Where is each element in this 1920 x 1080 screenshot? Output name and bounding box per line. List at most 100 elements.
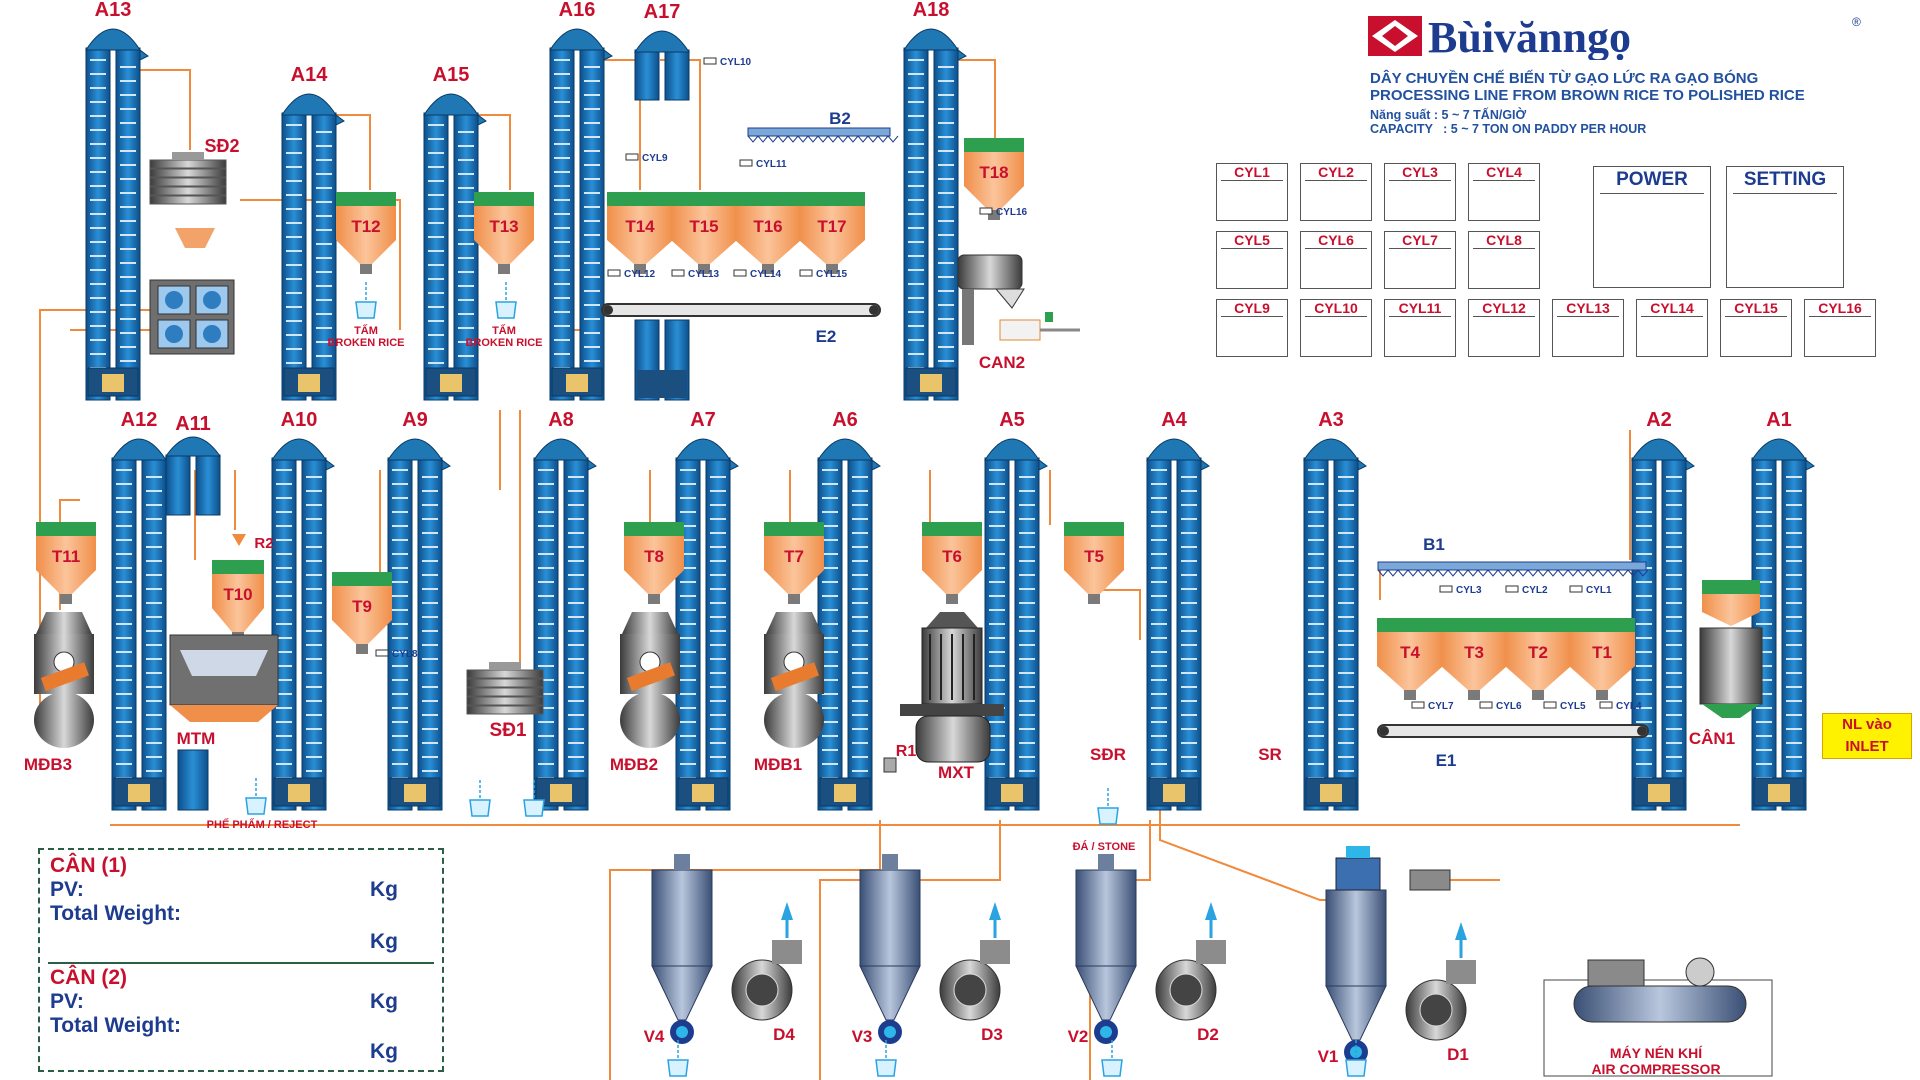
valve-r1[interactable] <box>883 757 897 773</box>
tank-t16[interactable] <box>735 192 801 274</box>
packing-scale-can2[interactable] <box>957 254 1080 345</box>
tank-t15[interactable] <box>671 192 737 274</box>
elevator-a1[interactable] <box>1751 438 1815 811</box>
cyl-status-12[interactable]: CYL12 <box>1468 299 1540 357</box>
cyl-status-1[interactable]: CYL1 <box>1216 163 1288 221</box>
sieve-sd1[interactable] <box>466 662 544 715</box>
stone-label: ĐÁ / STONE <box>1073 840 1136 853</box>
cyl-tag-cyl6: CYL6 <box>1479 701 1522 712</box>
tank-t2[interactable] <box>1505 618 1571 700</box>
elevator-a8-label: A8 <box>548 409 574 431</box>
tank-t17[interactable] <box>799 192 865 274</box>
valve-r2[interactable] <box>232 534 246 546</box>
elevator-a4-label: A4 <box>1161 409 1187 431</box>
cyl-status-13[interactable]: CYL13 <box>1552 299 1624 357</box>
cyl-status-7[interactable]: CYL7 <box>1384 231 1456 289</box>
cyclone-v2[interactable] <box>1075 854 1137 1044</box>
cyl-status-5[interactable]: CYL5 <box>1216 231 1288 289</box>
fan-d3[interactable] <box>939 902 1010 1021</box>
tank-t11-label: T11 <box>52 547 80 566</box>
cyclone-v1[interactable] <box>1325 874 1387 1064</box>
fan-d2[interactable] <box>1155 902 1226 1021</box>
tank-t18-label: T18 <box>979 163 1008 182</box>
tank-t12[interactable] <box>336 192 396 274</box>
elevator-a6[interactable] <box>817 438 881 811</box>
cyclone-v3[interactable] <box>859 854 921 1044</box>
tank-t11[interactable] <box>36 522 96 604</box>
scale1-pv-label: PV: <box>50 878 84 901</box>
elevator-a11[interactable] <box>165 436 221 811</box>
fan-d4[interactable] <box>731 902 802 1021</box>
elevator-a2[interactable] <box>1631 438 1695 811</box>
elevator-a7[interactable] <box>675 438 739 811</box>
tank-t3[interactable] <box>1441 618 1507 700</box>
cyl-tag-cyl2: CYL2 <box>1505 585 1548 596</box>
conveyor-e1[interactable] <box>1377 724 1649 738</box>
setting-button[interactable]: SETTING <box>1726 166 1844 288</box>
cyl-tag-cyl15: CYL15 <box>799 269 848 280</box>
elevator-a9[interactable] <box>387 438 451 811</box>
cyl-status-11[interactable]: CYL11 <box>1384 299 1456 357</box>
elevator-a16[interactable] <box>549 28 613 401</box>
tank-t1[interactable] <box>1569 618 1635 700</box>
title-en: PROCESSING LINE FROM BROWN RICE TO POLIS… <box>1370 87 1805 104</box>
tank-t13[interactable] <box>474 192 534 274</box>
conveyor-e2[interactable] <box>601 303 881 317</box>
reject-label: PHẾ PHẨM / REJECT <box>207 818 318 831</box>
cyl-status-4[interactable]: CYL4 <box>1468 163 1540 221</box>
elevator-a14[interactable] <box>281 93 345 401</box>
elevator-a10[interactable] <box>271 438 335 811</box>
elevator-a8[interactable] <box>533 438 597 811</box>
screw-conveyor-b1[interactable] <box>1377 561 1649 577</box>
elevator-a17-label: A17 <box>644 1 681 23</box>
scale-can1[interactable] <box>1699 580 1763 718</box>
capacity-vn: Năng suất : 5 ~ 7 TẤN/GIỜ <box>1370 108 1527 122</box>
cyl-status-2[interactable]: CYL2 <box>1300 163 1372 221</box>
cyclone-v4[interactable] <box>651 854 713 1044</box>
elevator-a11-label: A11 <box>175 413 211 435</box>
fan-d4-label: D4 <box>773 1025 795 1044</box>
tank-t6[interactable] <box>922 522 982 604</box>
elevator-a9-label: A9 <box>402 409 428 431</box>
color-sorter-mtm[interactable] <box>169 634 279 722</box>
tank-t7[interactable] <box>764 522 824 604</box>
sieve-sd2[interactable] <box>149 152 227 205</box>
cyl-status-16[interactable]: CYL16 <box>1804 299 1876 357</box>
cyl-status-9[interactable]: CYL9 <box>1216 299 1288 357</box>
elevator-a15[interactable] <box>423 93 487 401</box>
husker-mdb1-label: MĐB1 <box>754 755 802 774</box>
tank-t18[interactable] <box>964 138 1024 220</box>
power-button[interactable]: POWER <box>1593 166 1711 288</box>
fan-d1[interactable] <box>1405 922 1476 1041</box>
cyl-status-14[interactable]: CYL14 <box>1636 299 1708 357</box>
tank-t8[interactable] <box>624 522 684 604</box>
tank-t14[interactable] <box>607 192 673 274</box>
elevator-a4[interactable] <box>1146 438 1210 811</box>
tank-t4[interactable] <box>1377 618 1443 700</box>
conveyor-e2-label: E2 <box>816 327 837 346</box>
husker-mdb1[interactable] <box>764 612 824 748</box>
elevator-a2-label: A2 <box>1646 409 1672 431</box>
tank-t5[interactable] <box>1064 522 1124 604</box>
elevator-a5[interactable] <box>984 438 1048 811</box>
cyl-status-6[interactable]: CYL6 <box>1300 231 1372 289</box>
husker-mdb3[interactable] <box>34 612 94 748</box>
elevator-a18[interactable] <box>903 28 967 401</box>
cyclone-v1-motor <box>1335 846 1451 891</box>
tank-t9[interactable] <box>332 572 392 654</box>
air-compressor[interactable] <box>1543 957 1773 1077</box>
screw-conveyor-b2-label: B2 <box>829 109 851 128</box>
cyl-status-3[interactable]: CYL3 <box>1384 163 1456 221</box>
elevator-a3[interactable] <box>1303 438 1367 811</box>
husker-mdb2[interactable] <box>620 612 680 748</box>
screw-conveyor-b2[interactable] <box>747 127 899 143</box>
cyl-status-10[interactable]: CYL10 <box>1300 299 1372 357</box>
elevator-a12[interactable] <box>111 438 175 811</box>
elevator-a17[interactable] <box>634 30 690 401</box>
elevator-a6-label: A6 <box>832 409 858 431</box>
cyl-status-15[interactable]: CYL15 <box>1720 299 1792 357</box>
cyl-status-8[interactable]: CYL8 <box>1468 231 1540 289</box>
grader-block[interactable] <box>149 228 235 355</box>
polisher-mxt[interactable] <box>900 612 1004 763</box>
elevator-a13[interactable] <box>85 28 149 401</box>
